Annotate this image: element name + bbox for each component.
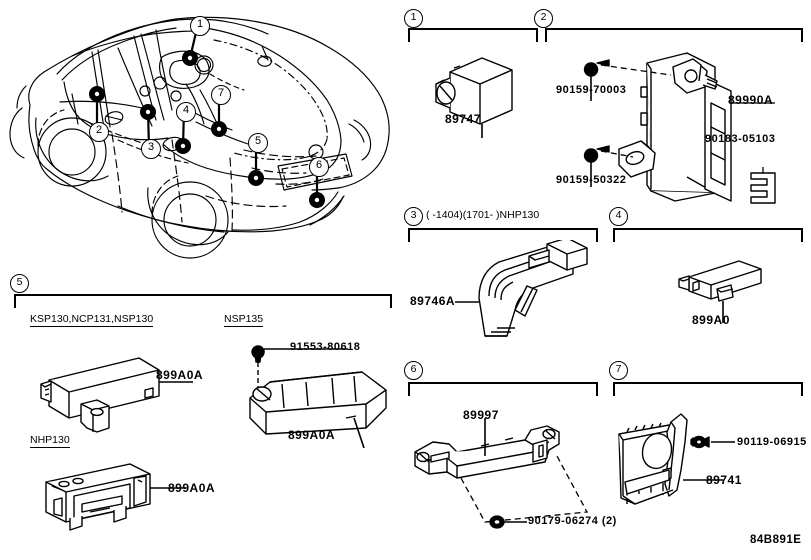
part-89747-illustration	[435, 57, 513, 138]
section-3-number: 3	[404, 207, 423, 226]
section-2-frame	[545, 28, 803, 42]
part-899A0A-variant2-illustration	[249, 345, 387, 449]
section-7-frame	[613, 382, 803, 396]
part-code-89997: 89997	[463, 408, 499, 422]
part-89990A-illustration	[583, 52, 776, 204]
part-code-899A0A-variant2: 899A0A	[288, 428, 336, 442]
vehicle-callout-3[interactable]: 3	[141, 139, 161, 159]
vehicle-callout-7[interactable]: 7	[211, 85, 231, 105]
part-code-899A0: 899A0	[692, 313, 730, 327]
section-1-number: 1	[404, 9, 423, 28]
diagram-id-code: 84B891E	[750, 534, 802, 546]
vehicle-illustration	[9, 16, 390, 259]
section-5-frame	[14, 294, 392, 308]
part-code-90159-50322: 90159-50322	[556, 174, 627, 186]
part-89997-illustration	[414, 418, 589, 529]
part-899A0A-variant3-illustration	[45, 463, 186, 531]
vehicle-callout-5[interactable]: 5	[248, 133, 268, 153]
part-code-899A0A-variant1: 899A0A	[156, 368, 204, 382]
part-code-89990A: 89990A	[728, 93, 774, 107]
section-3-note: ( -1404)(1701- )NHP130	[426, 209, 540, 221]
part-code-89747: 89747	[445, 112, 481, 126]
callout-dot-inner	[251, 173, 261, 183]
callout-dot-inner	[143, 107, 153, 117]
part-89741-illustration	[618, 413, 735, 505]
callout-dot-inner	[92, 89, 102, 99]
variant-title-nsp135: NSP135	[224, 313, 264, 327]
part-code-90179-06274: 90179-06274 (2)	[528, 515, 617, 527]
section-1-frame	[408, 28, 538, 42]
part-code-89741: 89741	[706, 473, 742, 487]
part-code-91553-80618: 91553-80618	[290, 341, 361, 353]
part-899A0-illustration	[678, 260, 762, 323]
callout-dot-inner	[312, 195, 322, 205]
vehicle-callout-2[interactable]: 2	[89, 122, 109, 142]
section-4-number: 4	[609, 207, 628, 226]
vehicle-callout-4[interactable]: 4	[176, 102, 196, 122]
section-7-number: 7	[609, 361, 628, 380]
callout-dot-inner	[178, 141, 188, 151]
section-3-frame	[408, 228, 598, 242]
variant-title-ksp130: KSP130,NCP131,NSP130	[30, 313, 154, 327]
part-code-89746A: 89746A	[410, 294, 456, 308]
part-code-899A0A-variant3: 899A0A	[168, 481, 216, 495]
vehicle-callout-6[interactable]: 6	[309, 157, 329, 177]
part-899A0A-variant1-illustration	[40, 357, 193, 433]
callout-dot-inner	[214, 124, 224, 134]
callout-dot-inner	[185, 53, 195, 63]
variant-title-nhp130: NHP130	[30, 434, 70, 448]
part-code-90159-70003: 90159-70003	[556, 84, 627, 96]
section-5-number: 5	[10, 274, 29, 293]
section-6-number: 6	[404, 361, 423, 380]
section-2-number: 2	[534, 9, 553, 28]
section-4-frame	[613, 228, 803, 242]
section-6-frame	[408, 382, 598, 396]
part-code-90183-05103: 90183-05103	[705, 133, 776, 145]
vehicle-callout-1[interactable]: 1	[190, 16, 210, 36]
part-code-90119-06915: 90119-06915	[737, 436, 807, 448]
part-89746A-illustration	[455, 240, 588, 337]
